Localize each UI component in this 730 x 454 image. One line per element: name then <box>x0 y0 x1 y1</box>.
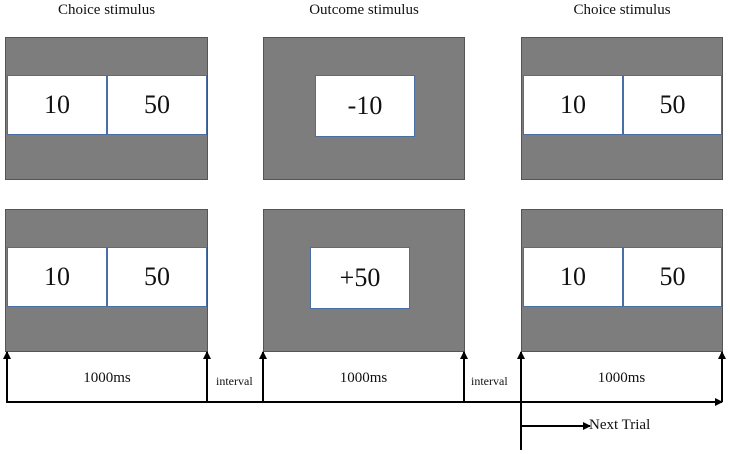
top-choice2-right-option: 50 <box>623 75 722 135</box>
header-choice-stimulus-right: Choice stimulus <box>573 2 671 18</box>
bottom-choice-panel-2: 10 50 <box>521 209 723 352</box>
top-choice-panel-1: 10 50 <box>5 37 208 180</box>
bottom-choice2-right-option: 50 <box>623 247 722 307</box>
top-choice1-right-option: 50 <box>107 75 207 135</box>
bottom-choice1-left-option: 10 <box>7 247 107 307</box>
top-outcome-panel: -10 <box>263 37 465 180</box>
header-choice-stimulus-left: Choice stimulus <box>57 2 156 18</box>
interval-label-2: interval <box>471 374 508 388</box>
bottom-outcome-panel: +50 <box>263 209 465 352</box>
bottom-choice1-right-option: 50 <box>107 247 207 307</box>
duration-label-outcome: 1000ms <box>339 370 388 386</box>
interval-label-1: interval <box>216 374 253 388</box>
top-choice-panel-2: 10 50 <box>521 37 723 180</box>
next-trial-label: Next Trial <box>589 417 651 433</box>
bottom-outcome-value: +50 <box>310 247 410 309</box>
duration-label-choice2: 1000ms <box>597 370 646 386</box>
top-choice2-left-option: 10 <box>523 75 623 135</box>
top-outcome-value: -10 <box>315 75 415 137</box>
top-choice1-left-option: 10 <box>7 75 107 135</box>
duration-label-choice1: 1000ms <box>83 370 131 386</box>
bottom-choice2-left-option: 10 <box>523 247 623 307</box>
bottom-choice-panel-1: 10 50 <box>5 209 208 352</box>
header-outcome-stimulus: Outcome stimulus <box>309 2 419 18</box>
